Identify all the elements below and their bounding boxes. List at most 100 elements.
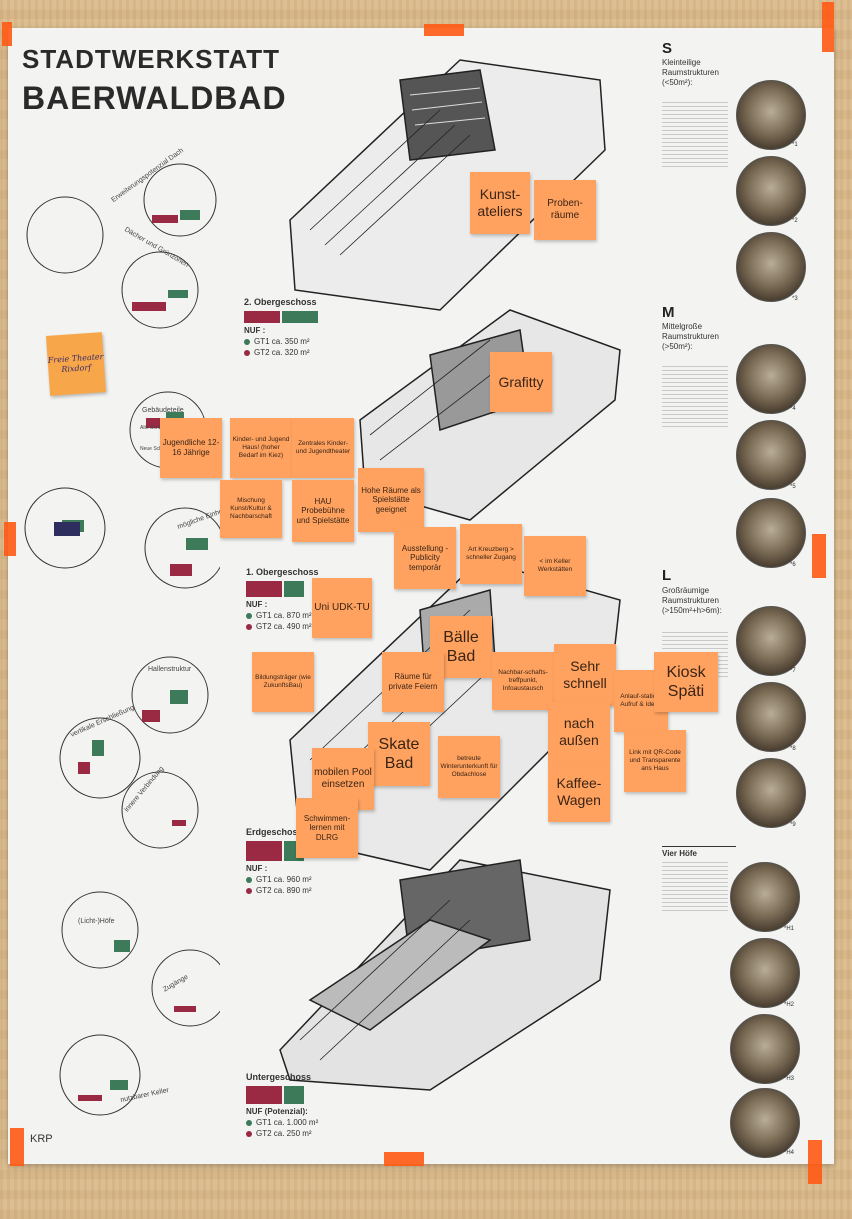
tape-top-right [822, 2, 834, 52]
photo-circle-4 [736, 344, 806, 414]
sticky-note-uni-udk-tu: Uni UDK-TU [312, 578, 372, 638]
gt1-dot [244, 338, 250, 345]
handwritten-note: Freie Theater Rixdorf [45, 332, 107, 396]
photo-circle-h3 [730, 1014, 800, 1084]
sticky-note-probenraeume: Proben-räume [534, 180, 596, 240]
label-hallenstruktur: Hallenstruktur [148, 666, 192, 673]
sticky-note-kindertheater: Zentrales Kinder- und Jugendtheater [292, 418, 354, 478]
section-s-title: Kleinteilige Raumstrukturen (<50m²): [662, 58, 719, 87]
label-hoefe: (Licht-)Höfe [78, 918, 115, 925]
poster-title-line2: BAERWALDBAD [22, 80, 287, 116]
sticky-note-kiosk-spaeti: Kiosk Späti [654, 652, 718, 712]
floor-name: Untergeschoss [246, 1072, 312, 1082]
left-diagram-circles [24, 163, 220, 1116]
floor-name: 1. Obergeschoss [246, 567, 319, 577]
sticky-note-hohe-raeume: Hohe Räume als Spielstätte geeignet [358, 468, 424, 532]
tape-bottom-left [10, 1128, 24, 1166]
photo-caption-4: *4 [790, 406, 796, 412]
gt1-dot [246, 1119, 252, 1126]
sticky-note-sehr-schnell: Sehr schnell [554, 644, 616, 706]
photo-caption-7: *7 [790, 668, 796, 674]
floor-mini-plan [246, 1086, 318, 1104]
floor-mini-plan [246, 581, 319, 597]
photo-caption-2: *2 [792, 218, 798, 224]
section-hoefe-title: Vier Höfe [662, 846, 736, 859]
gt1-dot [246, 876, 252, 883]
section-s-letter: S [662, 40, 673, 57]
photo-circle-1 [736, 80, 806, 150]
sticky-note-winterunterkunft: betreute Winterunterkunft für Obdachlose [438, 736, 500, 798]
gt2-dot [246, 887, 252, 894]
sticky-note-kunstateliers: Kunst-ateliers [470, 172, 530, 234]
gt2-dot [246, 623, 252, 630]
tape-bottom-right [808, 1140, 822, 1184]
section-m-title: Mittelgroße Raumstrukturen (>50m²): [662, 322, 719, 351]
gt2-value: GT2 ca. 490 m² [256, 622, 312, 631]
sticky-note-keller-werkstaetten: < im Keller Werkstätten [524, 536, 586, 596]
gt1-value: GT1 ca. 870 m² [256, 611, 312, 620]
floor-label-ug: Untergeschoss NUF (Potenzial): GT1 ca. 1… [246, 1072, 318, 1138]
sticky-note-jugendliche: Jugendliche 12-16 Jährige [160, 418, 222, 478]
krp-logo: KRP [30, 1133, 53, 1145]
photo-circle-h4 [730, 1088, 800, 1158]
sticky-note-skate-bad: Skate Bad [368, 722, 430, 786]
photo-caption-6: *6 [790, 562, 796, 568]
floor-name: Erdgeschoss [246, 827, 303, 837]
photo-circle-7 [736, 606, 806, 676]
poster-title-line1: STADTWERKSTATT [22, 44, 281, 74]
sticky-note-nachbarschaftstreff: Nachbar-schafts-treffpunkt, Infoaustausc… [492, 652, 554, 710]
photo-caption-h1: *H1 [784, 926, 795, 932]
gt1-value: GT1 ca. 1.000 m² [256, 1118, 319, 1127]
photo-caption-h2: *H2 [784, 1002, 795, 1008]
gt2-value: GT2 ca. 250 m² [256, 1129, 312, 1138]
sticky-note-schwimmenlernen: Schwimmen-lernen mit DLRG [296, 798, 358, 858]
sticky-note-ausstellung: Ausstellung - Publicity temporär [394, 527, 456, 589]
sticky-note-hau-probebuehne: HAU Probebühne und Spielstätte [292, 480, 354, 542]
nuf-label: NUF : [246, 600, 268, 609]
nuf-label: NUF : [246, 864, 268, 873]
photo-circle-h1 [730, 862, 800, 932]
nuf-label: NUF (Potenzial): [246, 1107, 308, 1116]
section-m-letter: M [662, 304, 675, 321]
tape-mid-left [4, 522, 16, 556]
section-l-title: Großräumige Raumstrukturen (>150m²+h>6m)… [662, 586, 722, 615]
gt2-value: GT2 ca. 320 m² [254, 348, 310, 357]
sticky-note-mischung: Mischung Kunst/Kultur & Nachbarschaft [220, 480, 282, 538]
gt1-value: GT1 ca. 960 m² [256, 875, 312, 884]
sticky-note-nach-aussen: nach außen [548, 702, 610, 762]
photo-caption-5: *5 [790, 484, 796, 490]
photo-caption-3: *3 [792, 296, 798, 302]
photo-caption-h4: *H4 [784, 1150, 795, 1156]
label-gebaeudeteile: Gebäudeteile [142, 407, 184, 414]
gt1-dot [246, 612, 252, 619]
photo-circle-6 [736, 498, 806, 568]
gt2-value: GT2 ca. 890 m² [256, 886, 312, 895]
gt1-value: GT1 ca. 350 m² [254, 337, 310, 346]
photo-caption-1: *1 [792, 142, 798, 148]
floor-label-2og: 2. Obergeschoss NUF : GT1 ca. 350 m² GT2… [244, 297, 318, 357]
section-m-body [662, 364, 728, 430]
floor-mini-plan [244, 311, 318, 323]
photo-circle-5 [736, 420, 806, 490]
sticky-note-bildungstraeger: Bildungsträger (wie ZukunftsBau) [252, 652, 314, 712]
section-s-body [662, 100, 728, 170]
photo-caption-8: *8 [790, 746, 796, 752]
sticky-note-kinder-jugendhaus: Kinder- und Jugend Haus! (hoher Bedarf i… [230, 418, 292, 478]
tape-top-left [2, 22, 12, 46]
gt2-dot [244, 349, 250, 356]
section-hoefe-body [662, 862, 728, 914]
sticky-note-art-kreuzberg: Art Kreuzberg > schneller Zugang [460, 524, 522, 584]
sticky-note-kaffee-wagen: Kaffee-Wagen [548, 762, 610, 822]
photo-circle-2 [736, 156, 806, 226]
tape-mid-right [812, 534, 826, 578]
sticky-note-grafitty: Grafitty [490, 352, 552, 412]
gt2-dot [246, 1130, 252, 1137]
floor-label-1og: 1. Obergeschoss NUF : GT1 ca. 870 m² GT2… [246, 567, 319, 631]
tape-bottom-center [384, 1152, 424, 1166]
tape-top-center [424, 24, 464, 36]
photo-circle-3 [736, 232, 806, 302]
floor-name: 2. Obergeschoss [244, 297, 317, 307]
photo-caption-h3: *H3 [784, 1076, 795, 1082]
nuf-label: NUF : [244, 326, 266, 335]
sticky-note-private-feiern: Räume für private Feiern [382, 652, 444, 712]
